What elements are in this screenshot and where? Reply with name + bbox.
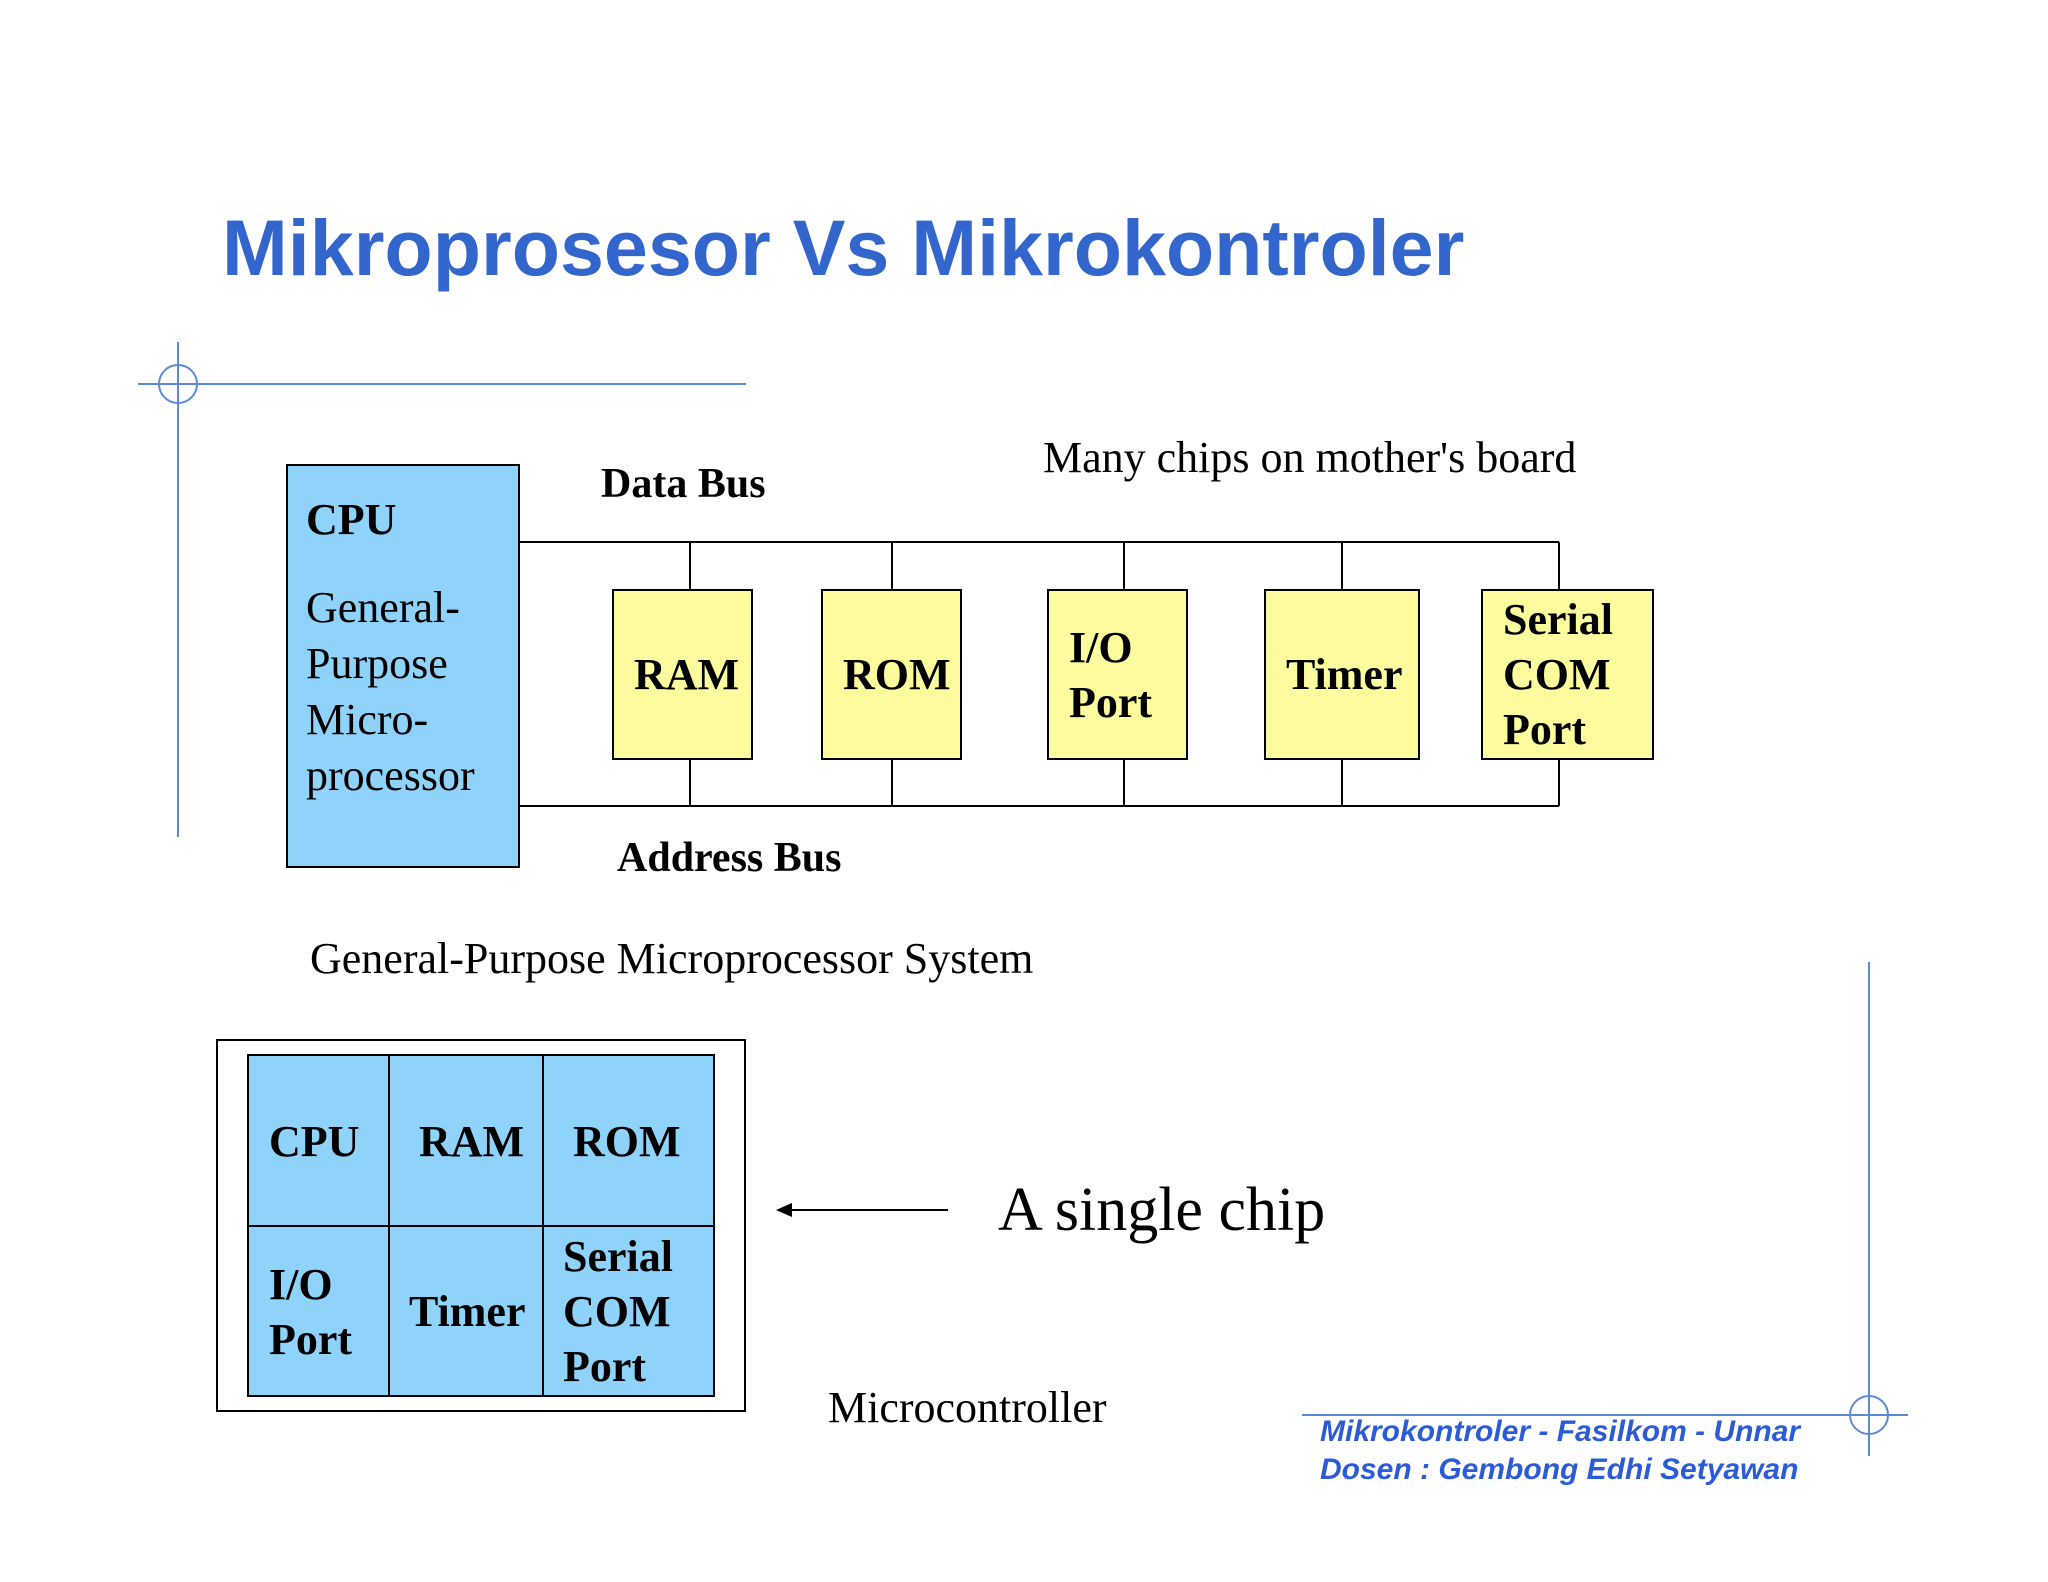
chip-rom: ROM — [821, 589, 962, 760]
data-bus-label: Data Bus — [601, 461, 766, 507]
cpu-description: General- Purpose Micro- processor — [306, 580, 475, 804]
mc-cell-rom: ROM — [543, 1056, 715, 1226]
mc-cell-label: Timer — [409, 1287, 526, 1336]
mc-cell-ram: RAM — [389, 1056, 543, 1226]
mc-cell-cpu: CPU — [249, 1056, 389, 1226]
mc-cell-label: CPU — [269, 1116, 360, 1166]
mc-cell-io-port: I/O Port — [249, 1226, 389, 1397]
mc-cell-label: Serial — [563, 1232, 673, 1281]
mc-cell-label: RAM — [419, 1116, 525, 1166]
mc-caption: Microcontroller — [828, 1383, 1107, 1432]
cpu-label: CPU — [306, 495, 397, 544]
mc-grid — [249, 1056, 715, 1397]
mc-cell-serial-com-port: Serial COM Port — [543, 1226, 715, 1397]
chip-label: ROM — [843, 650, 951, 699]
chip-serial-com-port: Serial COM Port — [1481, 589, 1654, 760]
motherboard-note: Many chips on mother's board — [1043, 433, 1577, 482]
single-chip-label: A single chip — [998, 1176, 1326, 1244]
bottom-right-crosshair-icon — [1849, 1395, 1889, 1435]
chip-label: Port — [1503, 705, 1587, 754]
chip-label: I/O — [1069, 622, 1133, 672]
bus-connectors — [689, 542, 1560, 806]
cpu-box: CPU General- Purpose Micro- processor — [286, 464, 520, 868]
cpu-desc-line: Purpose — [306, 639, 448, 688]
slide-title: Mikroprosesor Vs Mikrokontroler — [222, 203, 1465, 292]
chip-io-port: I/O Port — [1047, 589, 1188, 760]
mp-system-caption: General-Purpose Microprocessor System — [310, 934, 1034, 983]
microcontroller-chip: CPU RAM ROM I/O Port Timer Serial COM Po… — [247, 1054, 715, 1397]
footer-line-2: Dosen : Gembong Edhi Setyawan — [1320, 1453, 1799, 1486]
mc-cell-label: ROM — [573, 1116, 681, 1166]
chip-label: COM — [1503, 650, 1611, 699]
address-bus-label: Address Bus — [617, 835, 842, 881]
cpu-desc-line: processor — [306, 751, 475, 800]
mc-cell-timer: Timer — [389, 1226, 543, 1397]
top-left-crosshair-icon — [158, 364, 198, 404]
chip-label: Serial — [1503, 595, 1613, 644]
footer-line-1: Mikrokontroler - Fasilkom - Unnar — [1320, 1415, 1801, 1448]
chip-label: RAM — [634, 650, 740, 699]
chip-timer: Timer — [1264, 589, 1420, 760]
chip-label: Port — [1069, 677, 1153, 727]
chip-label: Timer — [1286, 650, 1403, 699]
chip-ram: RAM — [612, 589, 753, 760]
mc-cell-label: Port — [563, 1342, 647, 1391]
mc-cell-label: I/O — [269, 1259, 333, 1309]
cpu-desc-line: General- — [306, 583, 460, 632]
mc-cell-label: COM — [563, 1287, 671, 1336]
cpu-desc-line: Micro- — [306, 695, 429, 744]
mc-cell-label: Port — [269, 1314, 353, 1364]
